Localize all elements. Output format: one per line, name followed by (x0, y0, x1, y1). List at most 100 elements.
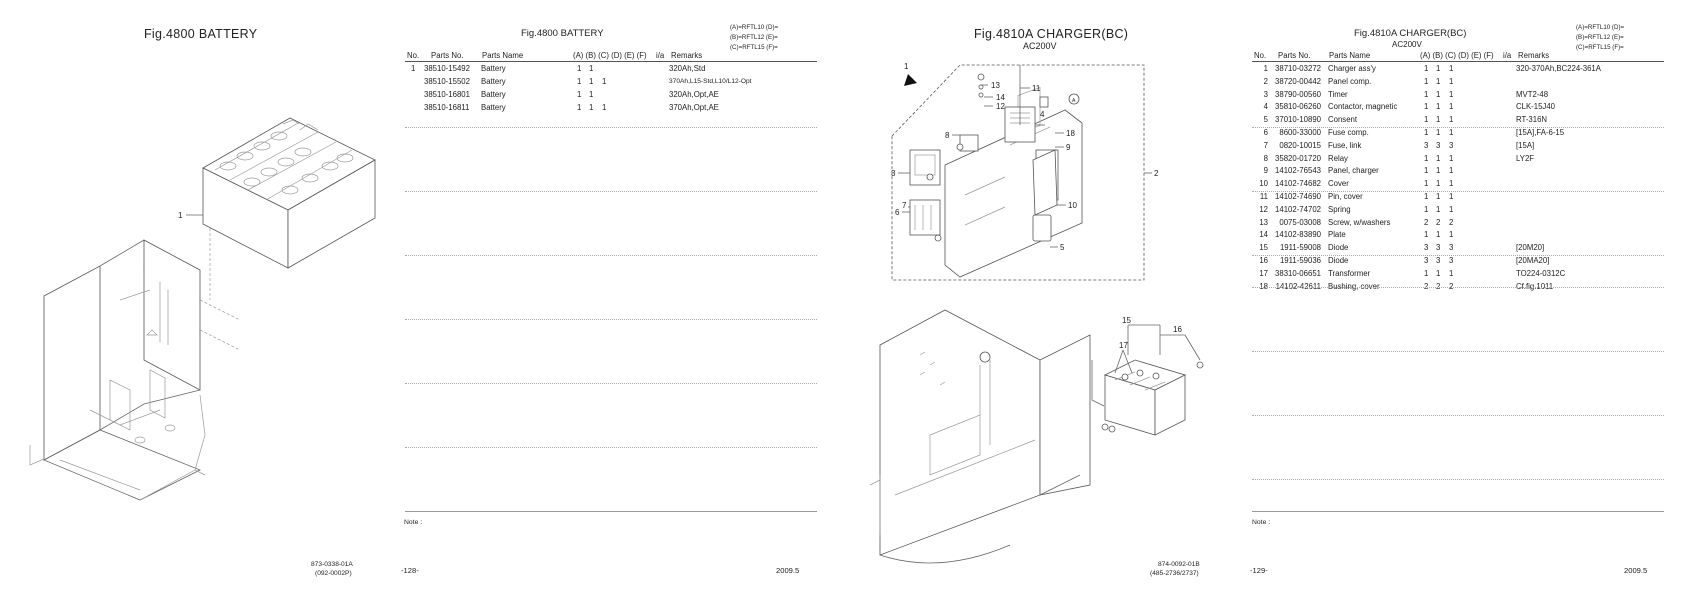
cell-parts-no: 0820-10015 (1279, 140, 1321, 150)
row-separator (1252, 255, 1664, 256)
cell-qty-a: 1 (1424, 230, 1429, 240)
table-row: 38510-16801 Battery 1 1 320Ah,Opt,AE (405, 90, 817, 103)
cell-qty-b: 2 (1436, 217, 1441, 227)
cell-parts-name: Timer (1328, 89, 1348, 99)
cell-qty-c: 2 (1449, 217, 1454, 227)
battery-unit (202, 117, 376, 269)
cell-qty-b: 1 (1436, 166, 1441, 176)
header-parts-name: Parts Name (482, 51, 524, 60)
cell-qty-a: 1 (1424, 153, 1429, 163)
page-title: Fig.4810A CHARGER(BC) (1354, 28, 1467, 39)
parts-table: No. Parts No. Parts Name (A) (B) (C) (D)… (405, 51, 817, 521)
cell-qty-a: 1 (1424, 64, 1429, 73)
drawing-ref: (092-0002P) (315, 570, 352, 577)
model-legend-line: (C)=RFTL15 (F)= (1576, 44, 1624, 51)
cell-qty-a: 1 (1424, 166, 1429, 176)
cell-no: 16 (1259, 256, 1268, 265)
cell-parts-name: Battery (481, 103, 506, 112)
row-separator (405, 255, 817, 256)
cell-parts-name: Diode (1328, 243, 1349, 253)
header-remarks: Remarks (1518, 51, 1550, 60)
callout-1: 1 (904, 62, 909, 71)
cell-no: 17 (1259, 268, 1268, 278)
note-label: Note : (1252, 519, 1271, 526)
cell-remarks: [20M20] (1516, 243, 1545, 253)
row-separator (405, 447, 817, 448)
model-legend-line: (A)=RFTL10 (D)= (730, 24, 779, 31)
drawing-code: 873-0338-01A (311, 561, 353, 568)
callout-4: 4 (1040, 110, 1045, 119)
cell-parts-no: 1911-59008 (1279, 243, 1321, 253)
cell-remarks: 320Ah,Opt,AE (669, 90, 719, 99)
callout-9: 9 (1066, 143, 1071, 152)
header-model-columns: (A) (B) (C) (D) (E) (F) (573, 51, 647, 60)
cell-no: 18 (1259, 281, 1268, 291)
cell-parts-no: 14102-83890 (1275, 230, 1321, 240)
drawing-ref: (485-2736/2737) (1150, 570, 1199, 577)
cell-qty-a: 2 (1424, 217, 1429, 227)
cell-qty-c: 1 (1449, 102, 1454, 112)
page-title: Fig.4800 BATTERY (521, 28, 604, 39)
cell-remarks: Cf.fig.1011 (1516, 281, 1554, 291)
cell-qty-c: 1 (1449, 268, 1454, 278)
ref-marker-a (1068, 93, 1080, 105)
truck-frame (29, 239, 241, 501)
cell-remarks: [20MA20] (1516, 256, 1550, 265)
callout-17: 17 (1119, 341, 1128, 350)
callout-7: 7 (902, 201, 907, 210)
cell-qty-c: 1 (1449, 153, 1454, 163)
cell-no: 4 (1263, 102, 1268, 112)
note-separator (405, 511, 817, 512)
fig-title: Fig.4810A CHARGER(BC) (974, 27, 1129, 41)
cell-qty-c: 1 (602, 103, 607, 112)
cell-qty-b: 1 (1436, 128, 1441, 137)
cell-parts-name: Plate (1328, 230, 1346, 240)
cell-parts-no: 35810-06260 (1275, 102, 1321, 112)
cell-qty-b: 1 (1436, 153, 1441, 163)
cell-remarks: RT-316N (1516, 115, 1548, 125)
page-number: -128- (401, 566, 419, 575)
cell-qty-c: 3 (1449, 243, 1454, 253)
cell-parts-name: Battery (481, 90, 506, 99)
cell-qty-a: 1 (1424, 128, 1429, 137)
cell-qty-a: 1 (1424, 179, 1429, 189)
page-number: -129- (1250, 566, 1268, 575)
cell-remarks: 370Ah,L15-Std,L10/L12-Opt (669, 78, 752, 85)
cell-parts-name: Battery (481, 64, 506, 73)
drawing-code: 874-0092-01B (1158, 561, 1200, 568)
model-legend-line: (A)=RFTL10 (D)= (1576, 24, 1625, 31)
screw (977, 73, 985, 81)
header-remarks: Remarks (671, 51, 703, 60)
cell-parts-name: Diode (1328, 256, 1349, 265)
cell-parts-no: 0075-03008 (1279, 217, 1321, 227)
cell-parts-no: 38510-16801 (424, 90, 470, 99)
cell-parts-no: 14102-74682 (1275, 179, 1321, 189)
cell-parts-name: Consent (1328, 115, 1358, 125)
cell-no: 2 (1263, 76, 1268, 86)
row-separator (1252, 127, 1664, 128)
row-separator (1252, 191, 1664, 192)
cell-parts-name: Spring (1328, 204, 1351, 214)
cell-qty-b: 1 (589, 103, 594, 112)
row-separator (1252, 479, 1664, 480)
cell-no: 6 (1263, 128, 1268, 137)
cell-qty-c: 2 (1449, 281, 1454, 291)
cell-qty-b: 2 (1436, 281, 1441, 291)
battery-exploded-view: 1 (29, 117, 376, 501)
cell-qty-b: 1 (589, 64, 594, 73)
cell-parts-name: Charger ass'y (1328, 64, 1376, 73)
consent (1032, 214, 1052, 242)
cell-qty-b: 1 (1436, 64, 1441, 73)
cell-no: 3 (1263, 89, 1268, 99)
diode-callouts: 15 16 17 (1114, 316, 1204, 374)
table-row: 38510-16811 Battery 1 1 1 370Ah,Opt,AE (405, 103, 817, 116)
